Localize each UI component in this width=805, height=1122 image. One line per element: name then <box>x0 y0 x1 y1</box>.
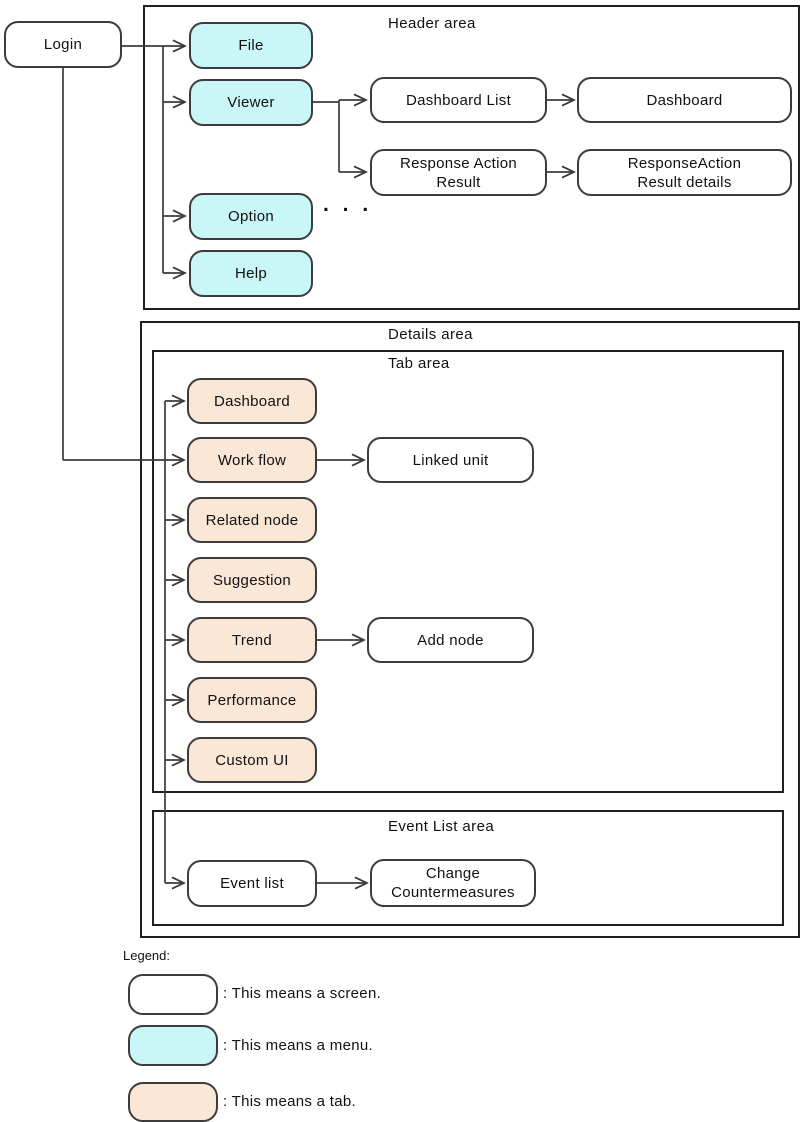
dashboard-tab-label: Dashboard <box>213 392 291 410</box>
event-list-screen-node: Event list <box>187 860 317 907</box>
performance-tab-node: Performance <box>187 677 317 723</box>
dashboard-tab-node: Dashboard <box>187 378 317 424</box>
screen-legend-swatch <box>128 974 218 1015</box>
event-list-area-outline <box>152 810 784 926</box>
option-menu-node: Option <box>189 193 313 240</box>
viewer-menu-label: Viewer <box>227 94 275 111</box>
responseaction-result-details-screen-label: ResponseAction Result details <box>627 154 742 191</box>
tab-area-label: Tab area <box>388 355 450 372</box>
work-flow-tab-label: Work flow <box>217 451 287 469</box>
viewer-menu-node: Viewer <box>189 79 313 126</box>
option-menu-label: Option <box>228 208 274 225</box>
screen-legend-label: : This means a screen. <box>223 985 382 1002</box>
header-area-outline <box>143 5 800 310</box>
response-action-result-screen-label: Response Action Result <box>399 154 518 191</box>
add-node-screen-node: Add node <box>367 617 534 663</box>
dashboard-screen-label: Dashboard <box>646 91 723 109</box>
dashboard-list-screen-label: Dashboard List <box>405 91 512 109</box>
login-screen-node: Login <box>4 21 122 68</box>
related-node-tab-node: Related node <box>187 497 317 543</box>
suggestion-tab-node: Suggestion <box>187 557 317 603</box>
add-node-screen-label: Add node <box>417 631 484 649</box>
suggestion-tab-label: Suggestion <box>212 571 292 589</box>
header-area-label: Header area <box>388 15 476 32</box>
response-action-result-screen-node: Response Action Result <box>370 149 547 196</box>
file-menu-label: File <box>238 37 264 54</box>
event-list-screen-label: Event list <box>220 875 284 892</box>
event-list-area-label: Event List area <box>388 818 495 835</box>
details-area-outline <box>140 321 800 938</box>
performance-tab-label: Performance <box>207 691 297 709</box>
change-countermeasures-screen-label: Change Countermeasures <box>391 865 515 901</box>
menu-legend-label: : This means a menu. <box>223 1037 373 1054</box>
work-flow-tab-node: Work flow <box>187 437 317 483</box>
linked-unit-screen-label: Linked unit <box>412 451 489 469</box>
ellipsis-dots: . . . <box>323 193 373 216</box>
legend-title: Legend: <box>123 948 170 963</box>
change-countermeasures-screen-node: Change Countermeasures <box>370 859 536 907</box>
linked-unit-screen-node: Linked unit <box>367 437 534 483</box>
help-menu-node: Help <box>189 250 313 297</box>
tab-legend-swatch <box>128 1082 218 1122</box>
file-menu-node: File <box>189 22 313 69</box>
tab-area-outline <box>152 350 784 793</box>
login-screen-label: Login <box>43 36 83 53</box>
tab-legend-label: : This means a tab. <box>223 1093 356 1110</box>
responseaction-result-details-screen-node: ResponseAction Result details <box>577 149 792 196</box>
custom-ui-tab-label: Custom UI <box>215 751 289 769</box>
details-area-label: Details area <box>388 326 473 343</box>
menu-legend-swatch <box>128 1025 218 1066</box>
header-connectors <box>122 46 574 273</box>
related-node-tab-label: Related node <box>205 511 299 529</box>
custom-ui-tab-node: Custom UI <box>187 737 317 783</box>
help-menu-label: Help <box>234 265 268 282</box>
dashboard-list-screen-node: Dashboard List <box>370 77 547 123</box>
trend-tab-node: Trend <box>187 617 317 663</box>
trend-tab-label: Trend <box>231 631 273 649</box>
dashboard-screen-node: Dashboard <box>577 77 792 123</box>
login-to-tabs-connectors <box>62 68 367 883</box>
